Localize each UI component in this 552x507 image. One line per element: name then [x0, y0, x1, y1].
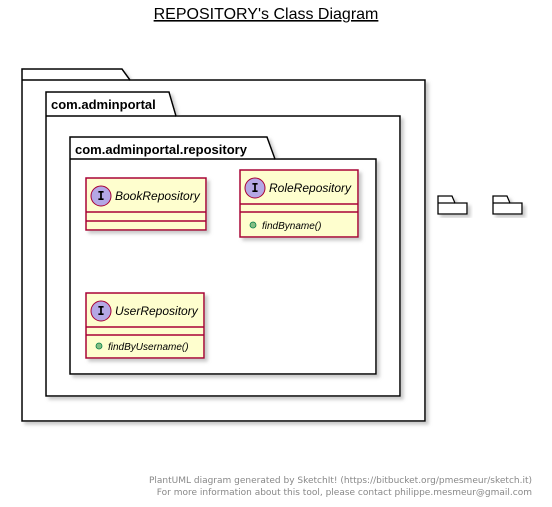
class-role-repository[interactable]: I RoleRepository findByname() — [239, 169, 359, 238]
package-repository-label: com.adminportal.repository — [75, 142, 248, 157]
method-name: findByUsername() — [108, 342, 189, 353]
class-name: BookRepository — [115, 189, 201, 203]
interface-badge-letter: I — [251, 181, 258, 195]
empty-package-icon — [492, 195, 523, 215]
interface-badge-letter: I — [97, 304, 104, 318]
public-method-icon — [249, 221, 257, 229]
class-name: UserRepository — [115, 304, 199, 318]
empty-package-icon — [437, 195, 468, 215]
public-method-icon — [95, 342, 103, 350]
class-name: RoleRepository — [269, 181, 352, 195]
class-user-repository[interactable]: I UserRepository findByUsername() — [85, 292, 205, 359]
footer-line-2: For more information about this tool, pl… — [157, 488, 532, 498]
interface-badge-icon — [90, 300, 112, 322]
interface-badge-letter: I — [97, 189, 104, 203]
diagram-title: REPOSITORY's Class Diagram — [154, 6, 379, 23]
footer-line-1: PlantUML diagram generated by SketchIt! … — [149, 476, 532, 486]
class-book-repository[interactable]: I BookRepository — [85, 177, 207, 231]
package-adminportal-label: com.adminportal — [51, 97, 156, 112]
interface-badge-icon — [90, 185, 112, 207]
interface-badge-icon — [244, 177, 266, 199]
method-name: findByname() — [262, 221, 321, 232]
